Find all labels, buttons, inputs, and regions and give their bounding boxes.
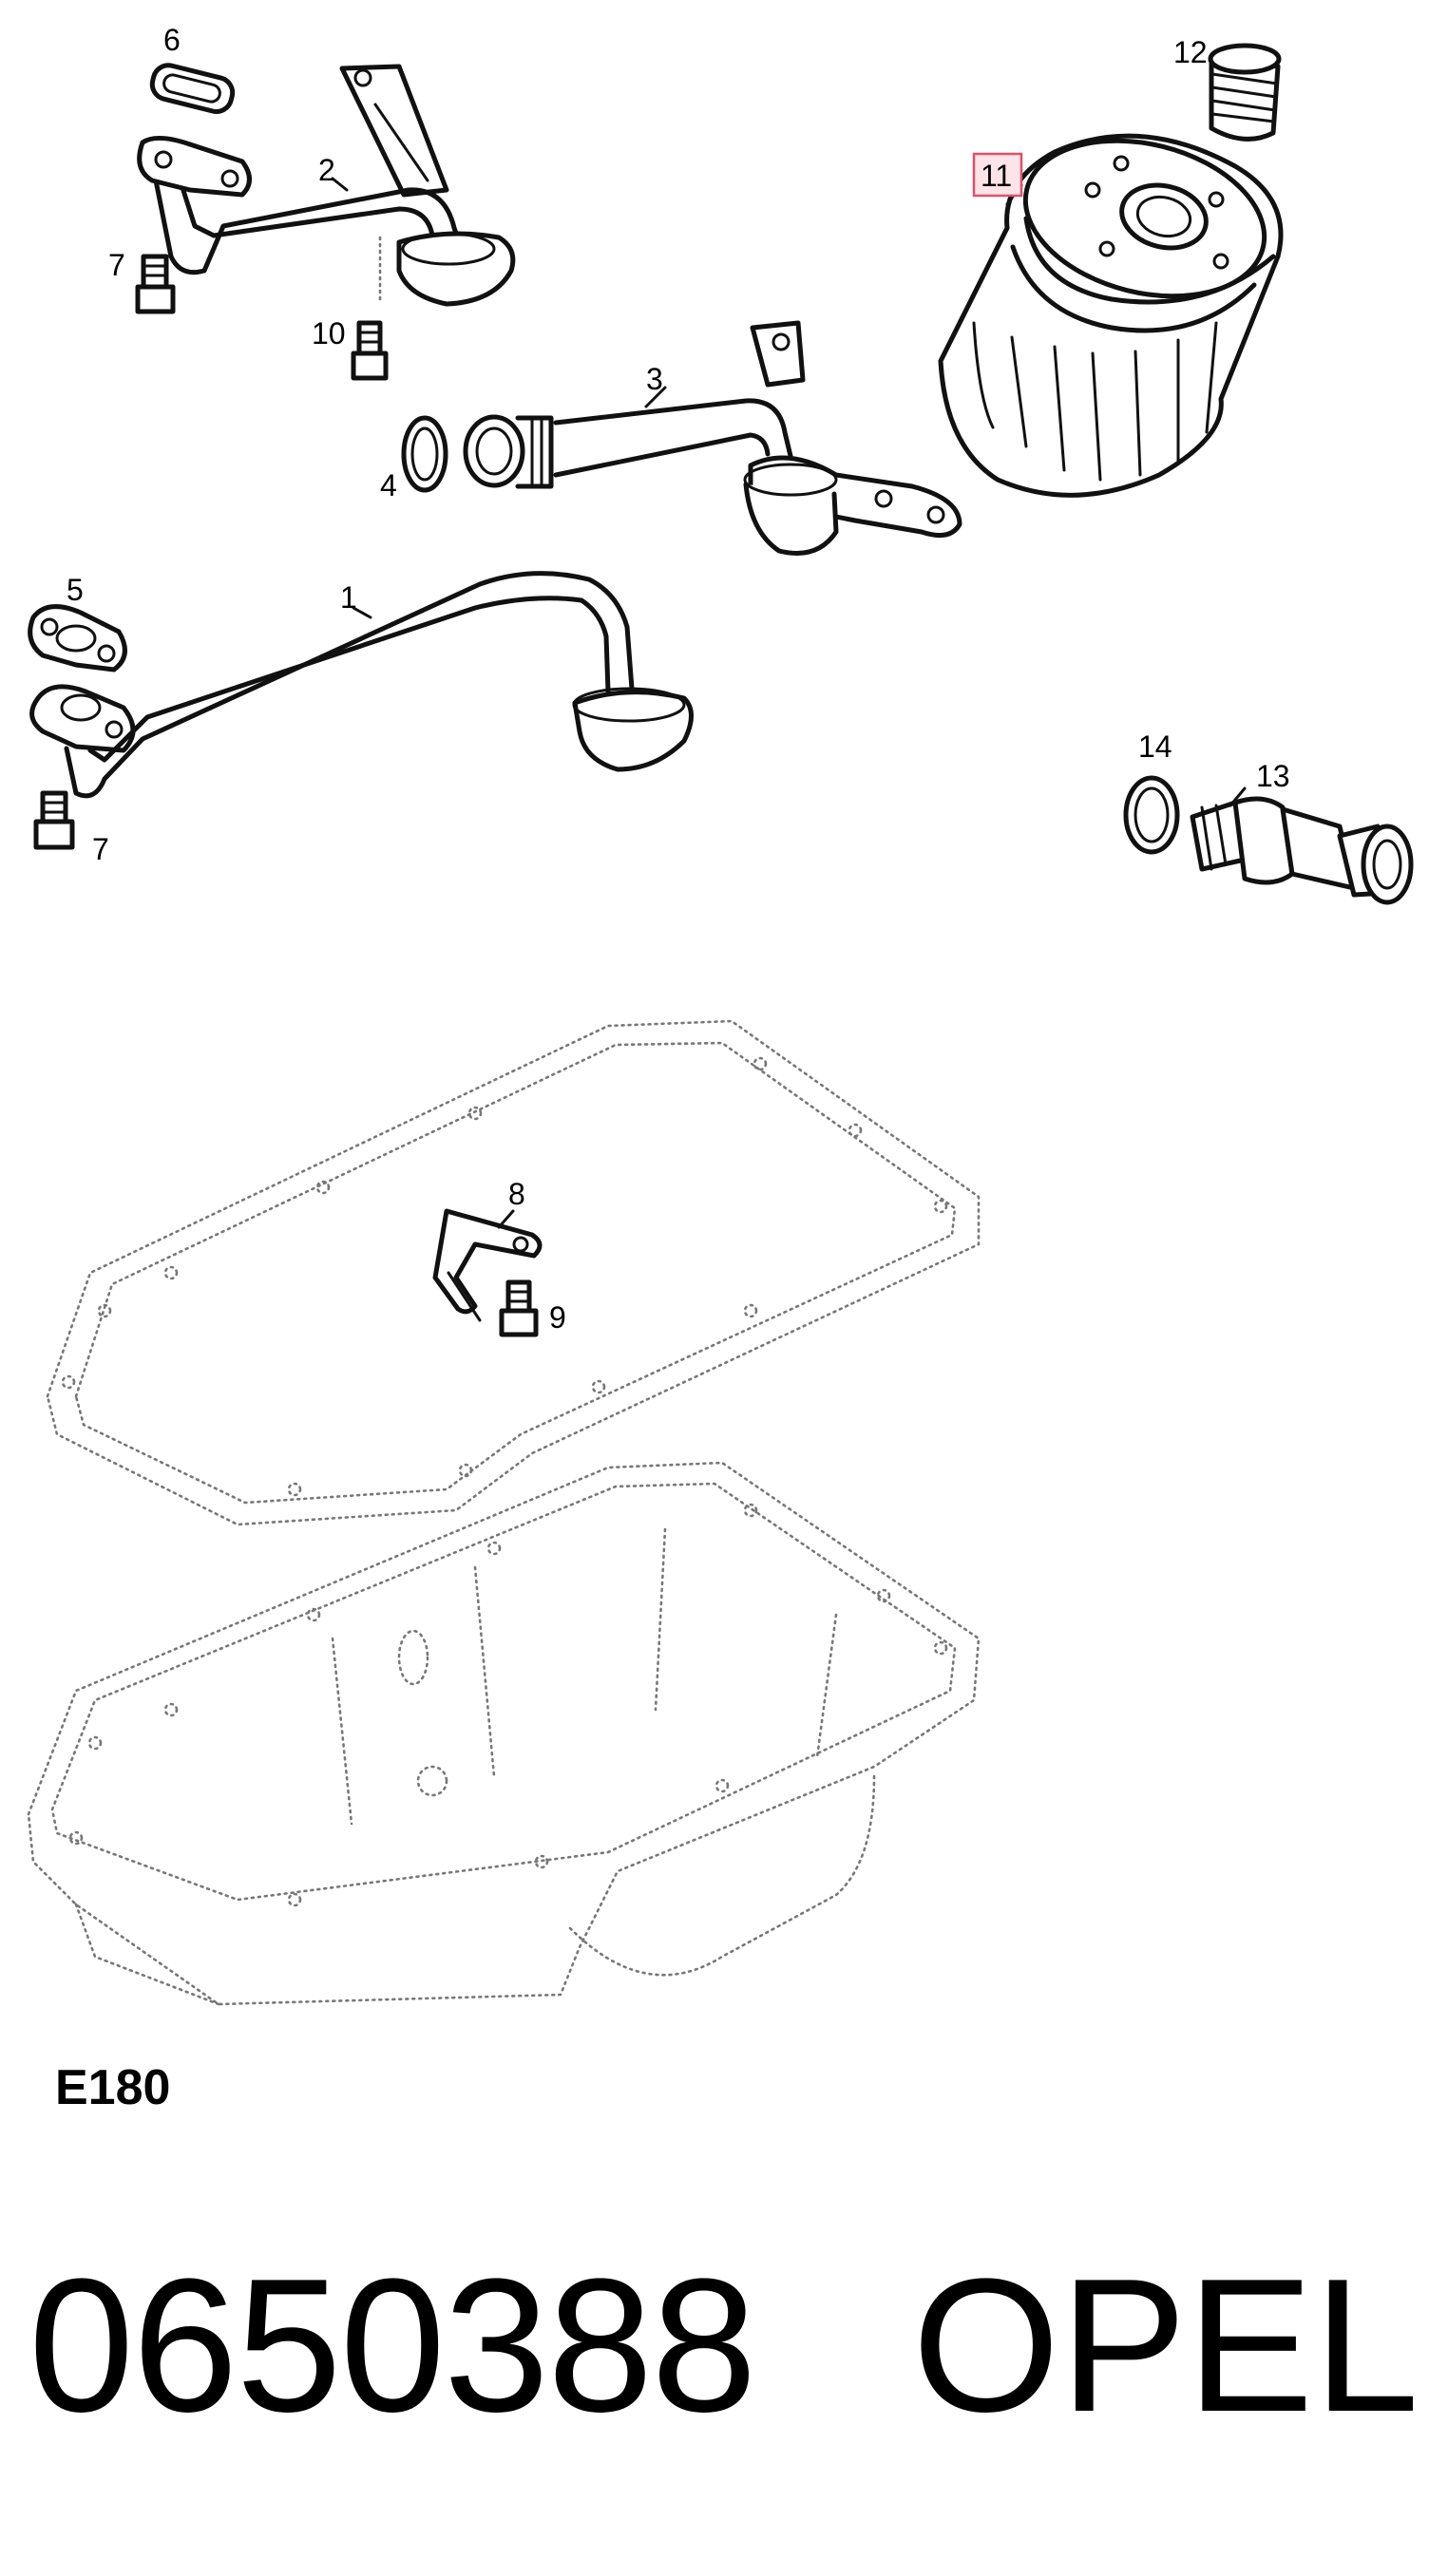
callout-6[interactable]: 6 (163, 23, 181, 57)
brand-name: OPEL (912, 2240, 1419, 2452)
callout-11-highlight[interactable] (972, 152, 1023, 198)
callout-1[interactable]: 1 (340, 580, 357, 615)
callout-8[interactable]: 8 (508, 1177, 525, 1211)
part-2-suction-pipe[interactable] (137, 64, 516, 307)
part-13-oil-pressure-switch[interactable] (1190, 796, 1414, 905)
callout-11[interactable]: 11 (981, 159, 1012, 193)
part-12-threaded-nipple[interactable] (1208, 43, 1282, 142)
callout-5[interactable]: 5 (67, 573, 84, 607)
oil-pan (27, 1461, 981, 2006)
callout-14[interactable]: 14 (1138, 729, 1172, 764)
part-11-oil-filter[interactable] (938, 117, 1284, 498)
part-6-gasket[interactable] (149, 62, 236, 114)
part-number: 0650388 (29, 2240, 757, 2452)
part-10-bolt[interactable] (351, 320, 389, 381)
part-8-bracket[interactable] (432, 1208, 543, 1322)
part-3-oil-pickup-pipe[interactable] (463, 320, 962, 556)
diagram-code: E180 (55, 2060, 171, 2115)
callout-3[interactable]: 3 (646, 362, 663, 396)
callout-10[interactable]: 10 (312, 316, 346, 350)
oil-pan-gasket (46, 1019, 981, 1526)
part-9-bolt[interactable] (499, 1279, 539, 1337)
callout-4[interactable]: 4 (380, 468, 397, 502)
part-14-sealing-ring[interactable] (1123, 775, 1180, 855)
callout-12[interactable]: 12 (1173, 35, 1208, 69)
part-4-o-ring[interactable] (401, 415, 448, 493)
part-7-bolt-lower[interactable] (33, 790, 75, 850)
callout-2[interactable]: 2 (318, 153, 335, 187)
callout-9[interactable]: 9 (549, 1300, 566, 1335)
callout-7-lower[interactable]: 7 (92, 832, 109, 866)
part-7-bolt-upper[interactable] (135, 254, 176, 314)
part-1-suction-pipe[interactable] (29, 571, 694, 799)
callout-13[interactable]: 13 (1256, 759, 1290, 793)
callout-7-upper[interactable]: 7 (108, 248, 125, 282)
part-5-gasket[interactable] (28, 604, 127, 672)
